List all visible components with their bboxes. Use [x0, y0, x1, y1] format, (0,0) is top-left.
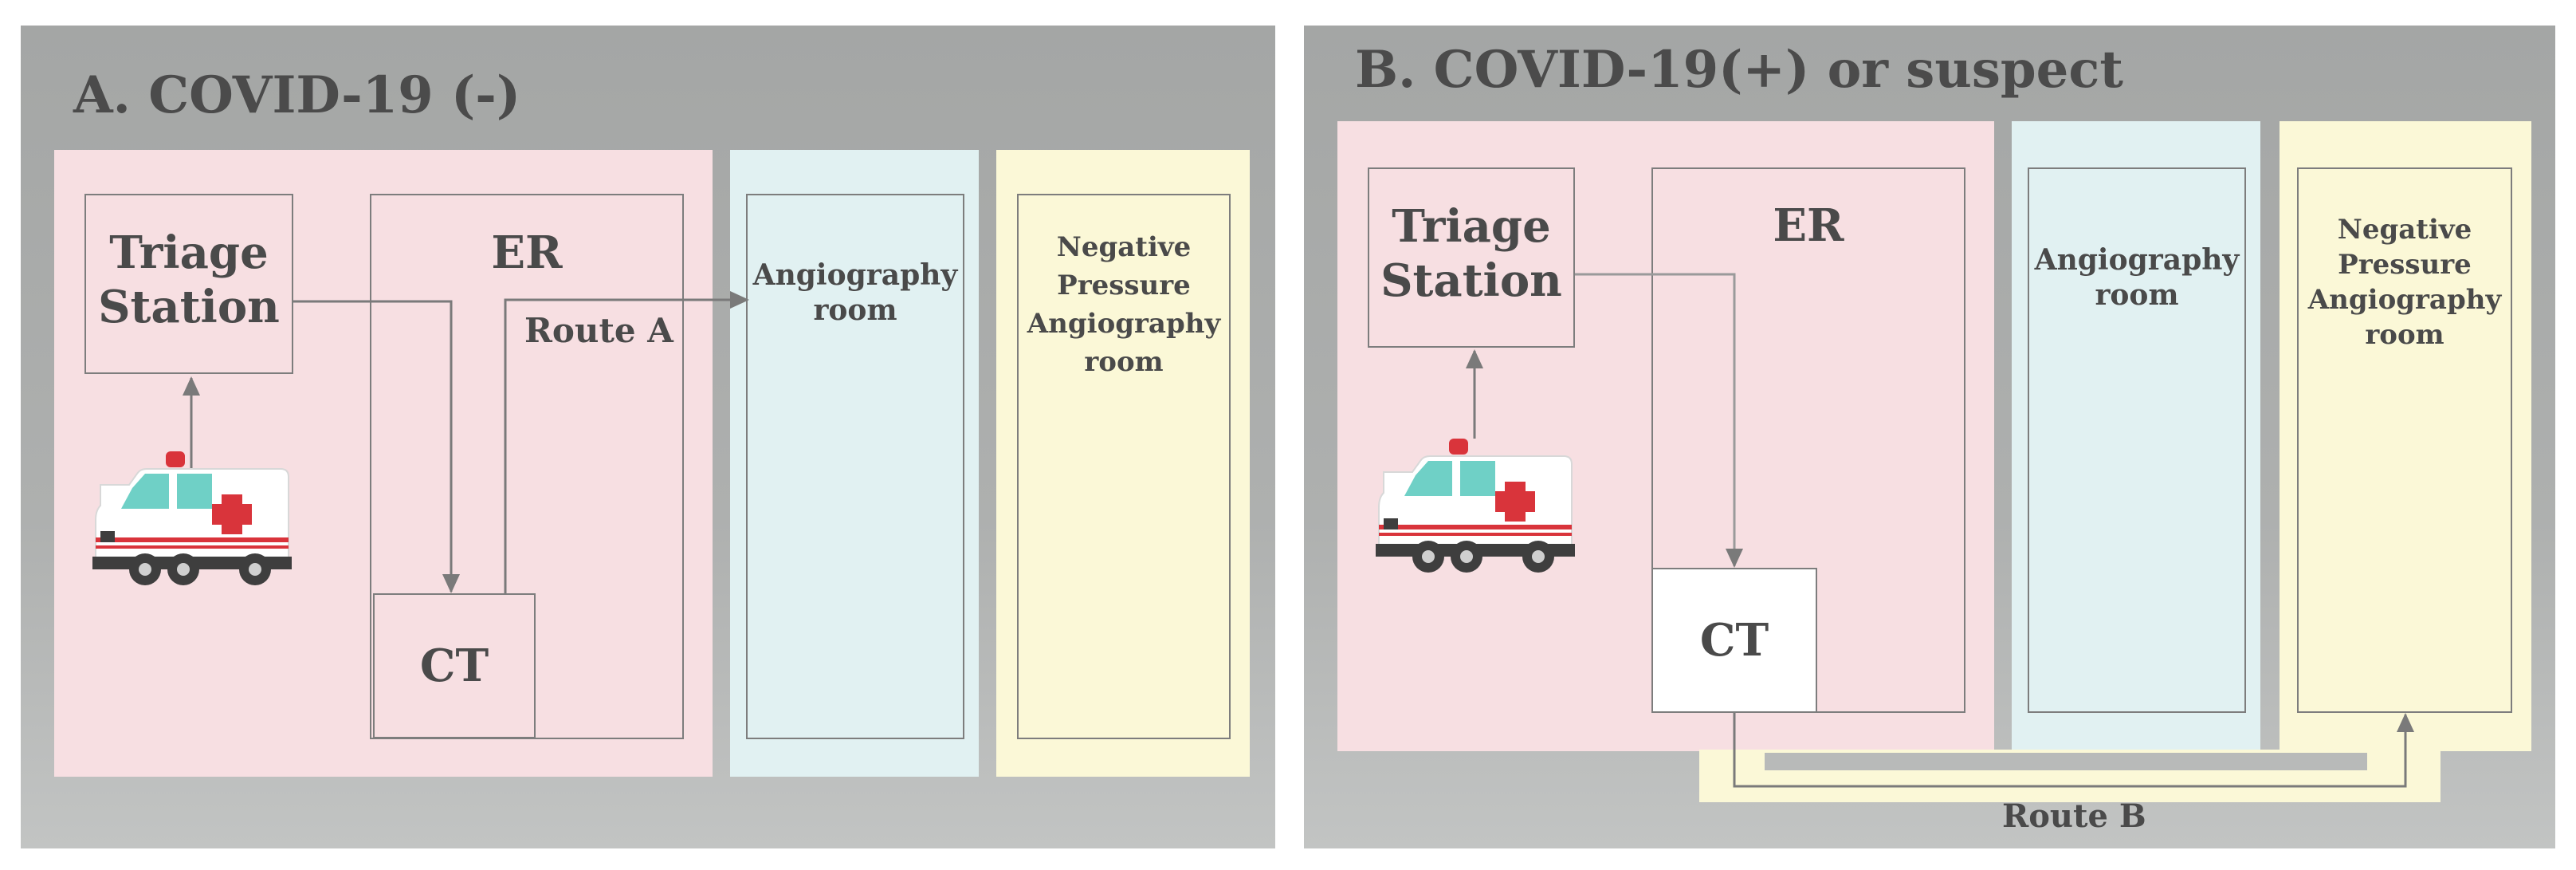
panel-b-triage-to-ct-arrow [1575, 273, 1743, 568]
panel-b-ambulance-icon [1376, 439, 1575, 573]
panel-b-triage-box [1368, 167, 1575, 348]
panel-a-ct-label: CT [419, 640, 489, 692]
panel-b-route-b-corridor-inner [1765, 753, 2367, 770]
panel-a-route-a-arrow [504, 291, 749, 593]
panel-a-er-box [370, 194, 684, 739]
panel-b-route-b-arrow [1733, 713, 2414, 788]
panel-a-angiography-label: Angiography room [752, 258, 958, 327]
panel-a-negative-pressure-zone [996, 150, 1250, 777]
panel-a-triage-box [84, 194, 293, 374]
panel-b-angiography-label: Angiography room [2034, 243, 2240, 312]
panel-a-er-zone [54, 150, 713, 777]
panel-b-er-label: ER [1773, 199, 1844, 252]
panel-b-ct-label: CT [1699, 614, 1769, 667]
panel-a-angiography-box [746, 194, 964, 739]
panel-a-triage-label: Triage Station [98, 226, 280, 333]
panel-b-negative-pressure-box [2297, 167, 2512, 713]
panel-a-er-label: ER [491, 226, 563, 279]
panel-a-triage-to-ct-arrow [293, 300, 460, 593]
panel-b-ct-box [1651, 568, 1817, 713]
panel-a-ambulance-icon [92, 451, 292, 585]
panel-a-title: A. COVID-19 (-) [73, 65, 521, 125]
panel-a-route-label: Route A [524, 311, 673, 350]
panel-b-angiography-box [2028, 167, 2246, 713]
panel-b-triage-label: Triage Station [1380, 200, 1562, 307]
panel-b-route-label: Route B [2002, 797, 2146, 835]
panel-b-negative-pressure-zone [2280, 121, 2531, 751]
panel-a-negative-pressure-label: Negative Pressure Angiography room [1027, 231, 1221, 378]
panel-a-angiography-zone [730, 150, 979, 777]
panel-a-ct-box [373, 593, 536, 738]
panel-b-negative-pressure-label: Negative Pressure Angiography room [2307, 214, 2502, 351]
panel-a-negative-pressure-box [1017, 194, 1231, 739]
panel-b-title: B. COVID-19(+) or suspect [1355, 40, 2123, 100]
panel-b-angiography-zone [2012, 121, 2260, 751]
